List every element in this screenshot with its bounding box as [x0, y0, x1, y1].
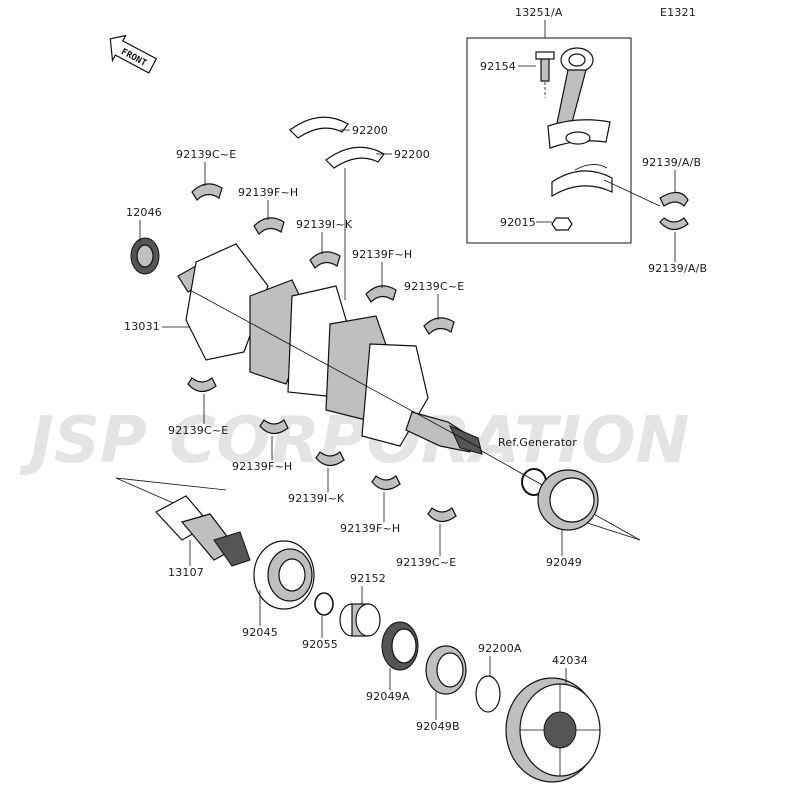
- label-92049a: 92049A: [366, 690, 410, 703]
- label-92139ce-2: 92139C~E: [404, 280, 464, 293]
- label-92139fh-1: 92139F~H: [238, 186, 298, 199]
- label-92055: 92055: [302, 638, 338, 651]
- label-92139fh-4: 92139F~H: [340, 522, 400, 535]
- label-92045: 92045: [242, 626, 278, 639]
- label-92200a: 92200A: [478, 642, 522, 655]
- main-bearing-lower-5: [427, 507, 457, 523]
- primary-gear: [130, 237, 160, 275]
- label-92049: 92049: [546, 556, 582, 569]
- label-92139fh-2: 92139F~H: [352, 248, 412, 261]
- ref-generator-label: Ref.Generator: [498, 436, 577, 449]
- front-arrow-icon: FRONT: [109, 34, 158, 74]
- thrust-washer-upper: [289, 116, 349, 139]
- main-bearing-lower-3: [315, 451, 345, 467]
- collar-92152: [339, 603, 381, 637]
- rod-nut: [551, 217, 573, 231]
- label-92139fh-3: 92139F~H: [232, 460, 292, 473]
- label-42034: 42034: [552, 654, 588, 667]
- oil-seal-92049a: [381, 621, 419, 671]
- washer-92200a: [475, 675, 501, 713]
- main-bearing-upper-4: [365, 285, 397, 303]
- ball-bearing-92045: [253, 540, 315, 610]
- rod-bolt: [535, 51, 555, 98]
- main-bearing-upper-2: [253, 217, 285, 235]
- label-13031: 13031: [124, 320, 160, 333]
- crankshaft: [177, 243, 483, 455]
- rod-bearing-upper: [659, 191, 689, 207]
- main-bearing-upper-5: [423, 317, 455, 335]
- label-92015: 92015: [500, 216, 536, 229]
- connecting-rod-box: [466, 37, 632, 244]
- rod-bearing-lower: [659, 217, 689, 231]
- label-92139ik-1: 92139I~K: [296, 218, 353, 231]
- main-bearing-upper-1: [191, 183, 223, 201]
- label-92139ce-1: 92139C~E: [176, 148, 236, 161]
- label-92139ce-3: 92139C~E: [168, 424, 228, 437]
- label-13107: 13107: [168, 566, 204, 579]
- thrust-washer-lower: [325, 146, 385, 169]
- label-12046: 12046: [126, 206, 162, 219]
- main-bearing-upper-3: [309, 251, 341, 269]
- oil-seal-92049: [537, 469, 599, 531]
- label-92154: 92154: [480, 60, 516, 73]
- label-92200-b: 92200: [394, 148, 430, 161]
- shaft-13107: [155, 495, 251, 567]
- pulley-42034: [505, 677, 601, 783]
- o-ring-92055: [314, 592, 334, 616]
- main-bearing-lower-2: [259, 419, 289, 435]
- label-92049b: 92049B: [416, 720, 460, 733]
- label-92139ce-4: 92139C~E: [396, 556, 456, 569]
- main-bearing-lower-1: [187, 377, 217, 393]
- diagram-code: E1321: [660, 6, 696, 19]
- label-92139ab-top: 92139/A/B: [642, 156, 701, 169]
- label-92200-a: 92200: [352, 124, 388, 137]
- rod-cap: [551, 164, 613, 198]
- connecting-rod: [547, 47, 611, 149]
- oil-seal-92049b: [425, 645, 467, 695]
- label-92152: 92152: [350, 572, 386, 585]
- main-bearing-lower-4: [371, 475, 401, 491]
- label-92139ab-bottom: 92139/A/B: [648, 262, 707, 275]
- label-13251: 13251/A: [515, 6, 563, 19]
- label-92139ik-2: 92139I~K: [288, 492, 345, 505]
